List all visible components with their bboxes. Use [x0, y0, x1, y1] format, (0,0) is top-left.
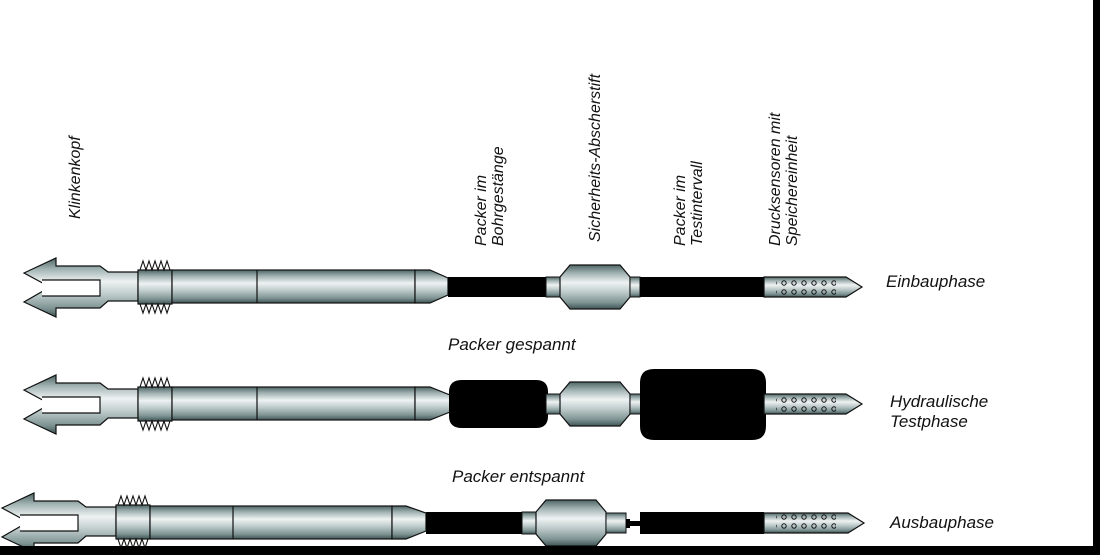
klinkenkopf-shape — [22, 257, 139, 318]
thread-section — [137, 259, 173, 315]
label-hydraulische-testphase: Hydraulische Testphase — [890, 392, 988, 432]
frame-border-bottom — [0, 546, 1100, 555]
sensor-unit — [763, 393, 864, 415]
packer-bohrgestaenge — [426, 512, 522, 534]
sheared-pin — [626, 519, 640, 528]
packer-testintervall — [640, 512, 764, 534]
packer-bohrgestaenge-inflated — [449, 380, 548, 428]
label-einbauphase: Einbauphase — [886, 272, 986, 291]
label-packer-entspannt: Packer entspannt — [452, 467, 585, 486]
label-hydraulische-line1: Hydraulische — [890, 392, 989, 411]
abscherstift-body — [545, 381, 643, 427]
klinkenkopf-shape — [22, 374, 139, 435]
sensor-unit — [763, 276, 864, 298]
abscherstift-body — [545, 264, 641, 310]
klinkenkopf-shape — [0, 492, 117, 553]
drill-rod — [149, 505, 427, 540]
tool-row-testphase — [22, 369, 864, 440]
tool-row-ausbauphase — [0, 492, 866, 553]
drill-rod — [171, 386, 451, 421]
sensor-unit — [763, 512, 866, 534]
abscherstift-body — [521, 499, 627, 547]
tool-row-einbauphase — [22, 257, 864, 318]
thread-section — [115, 494, 151, 550]
label-packer-gespannt: Packer gespannt — [448, 335, 576, 354]
packer-bohrgestaenge — [448, 277, 546, 297]
label-hydraulische-line2: Testphase — [890, 412, 968, 431]
thread-section — [137, 376, 173, 432]
frame-border-right — [1093, 0, 1100, 555]
packer-testintervall-inflated — [640, 369, 766, 440]
label-ausbauphase: Ausbauphase — [890, 513, 994, 532]
drill-rod — [171, 269, 449, 304]
packer-testintervall — [640, 277, 764, 297]
